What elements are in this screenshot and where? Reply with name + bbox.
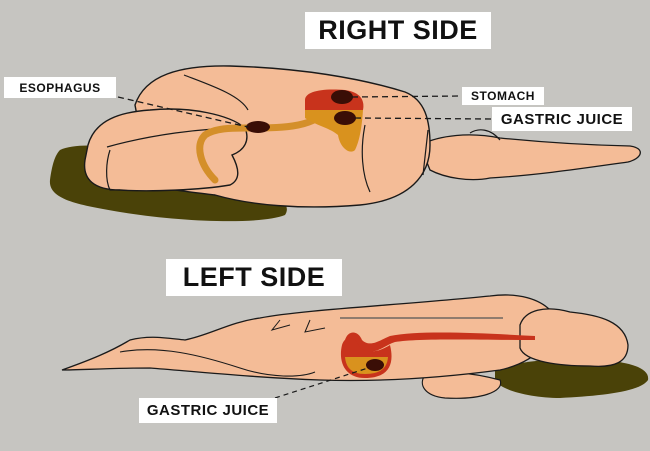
left-side-title: LEFT SIDE	[166, 259, 342, 296]
head-arms-shape	[83, 108, 248, 192]
right-side-figure	[49, 65, 641, 222]
right-side-title: RIGHT SIDE	[305, 12, 491, 49]
stomach-label: STOMACH	[462, 87, 544, 105]
gastric-juice-spot	[366, 359, 384, 371]
esophagus-path	[345, 332, 535, 352]
gastric-juice-spot	[334, 111, 356, 125]
esophagus-label: ESOPHAGUS	[4, 77, 116, 98]
legs-shape	[419, 134, 641, 181]
gastric-juice-label-right: GASTRIC JUICE	[492, 107, 632, 131]
stomach-spot	[331, 90, 353, 104]
head-shape	[519, 308, 629, 368]
hair-shape	[495, 359, 649, 398]
body-shape	[61, 294, 554, 382]
gastric-juice-label-left: GASTRIC JUICE	[139, 398, 277, 423]
left-side-figure	[61, 294, 649, 399]
esophagus-spot	[246, 121, 270, 133]
